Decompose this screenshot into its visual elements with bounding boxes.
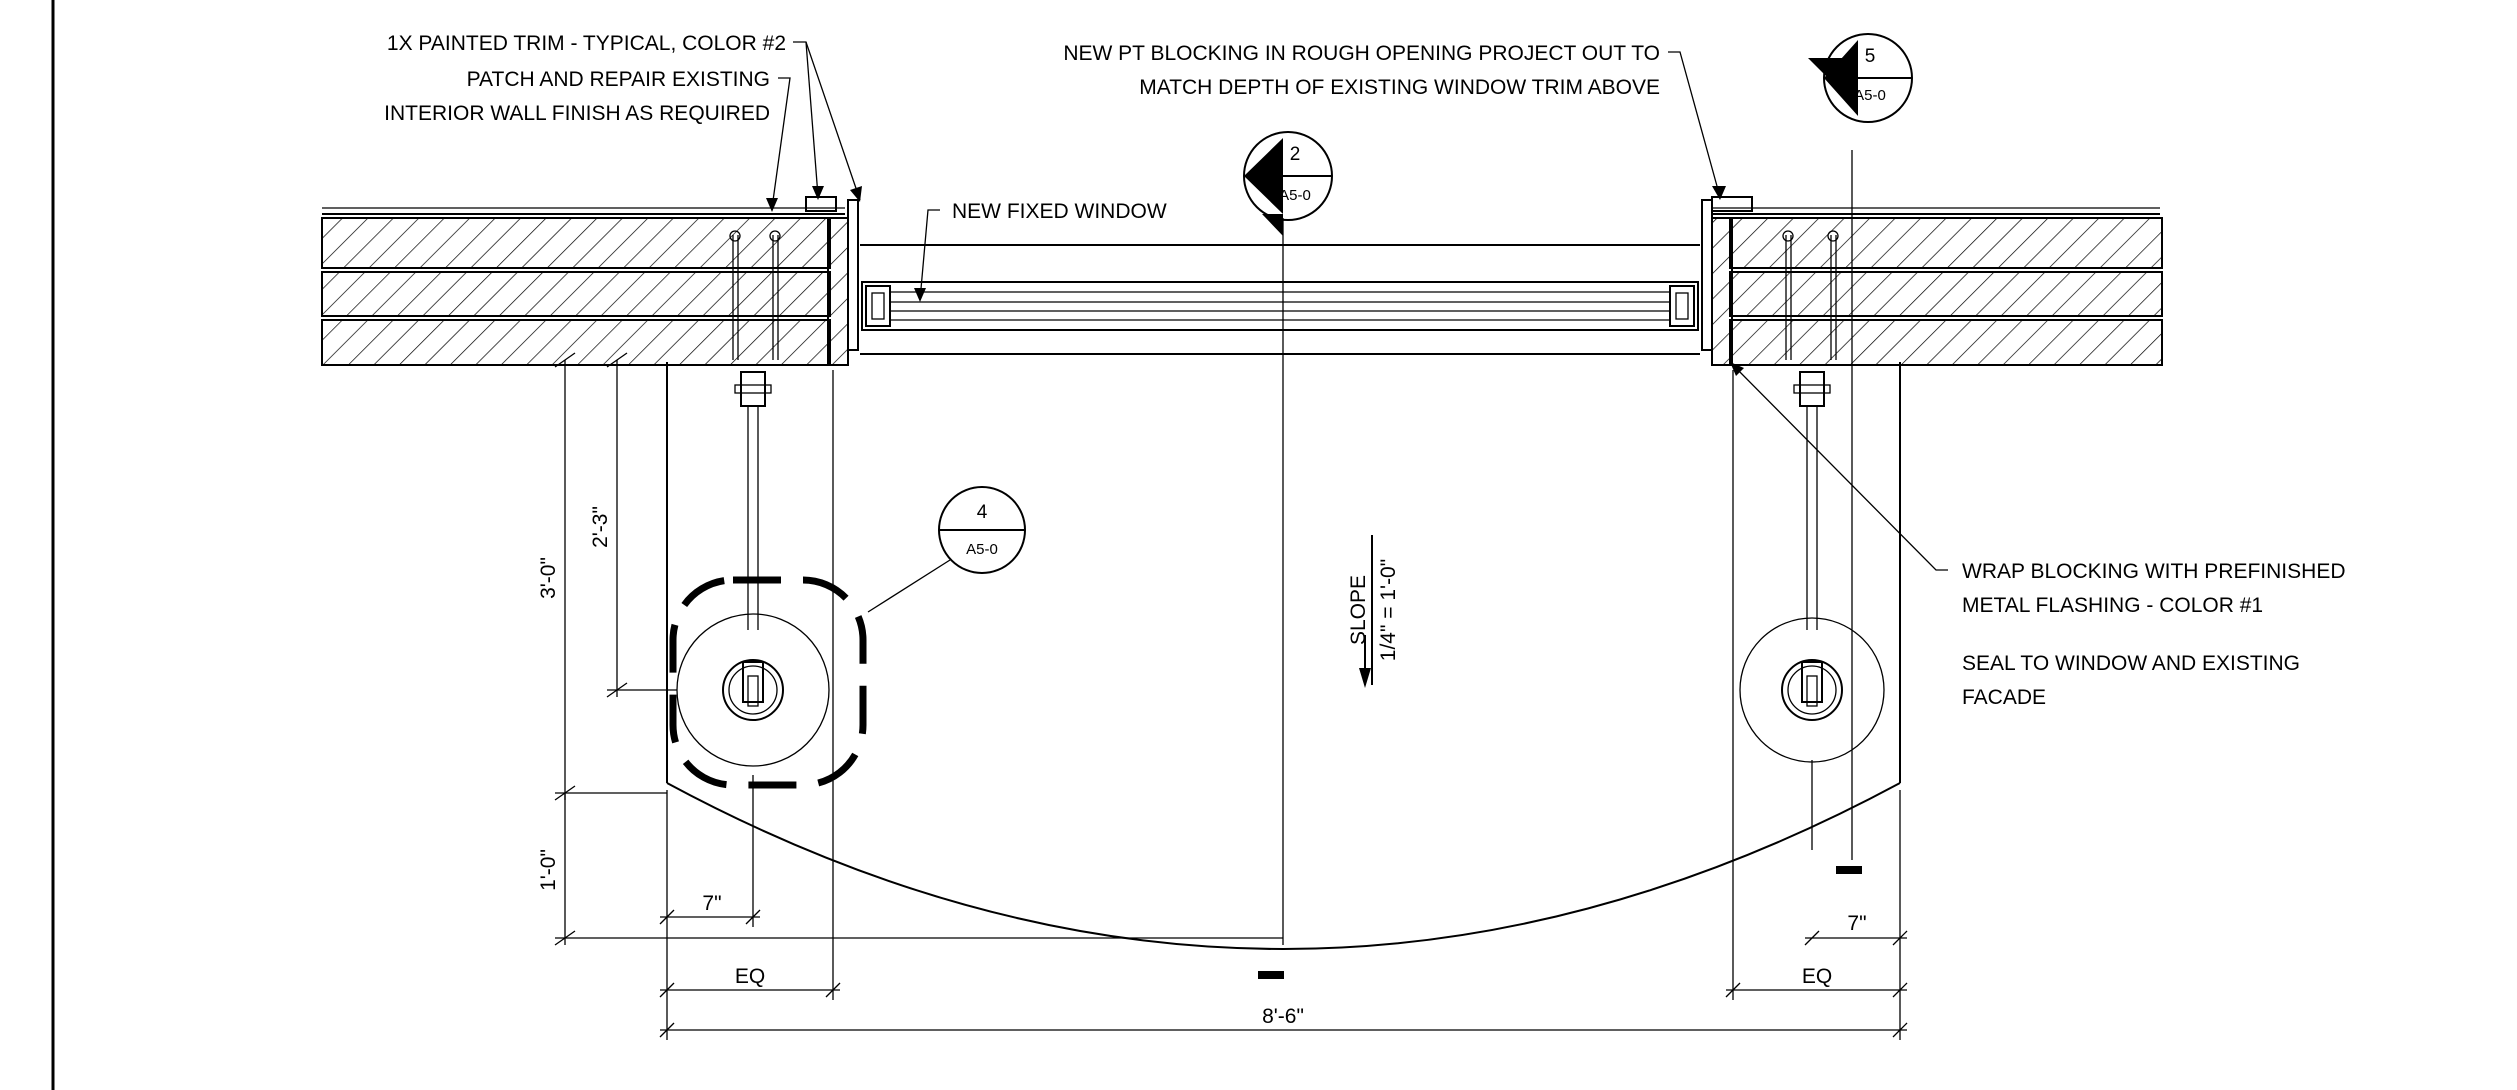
canopy-outline xyxy=(666,362,1901,950)
dim-7-left: 7" xyxy=(702,892,721,915)
existing-wall-left xyxy=(321,217,849,366)
dim-8-6: 8'-6" xyxy=(1262,1005,1304,1028)
dim-3-0: 3'-0" xyxy=(537,557,560,599)
dim-7-right: 7" xyxy=(1847,912,1866,935)
dim-eq-left: EQ xyxy=(735,965,765,988)
section-cut-line xyxy=(1258,150,1862,979)
section-tag-2-sheet: A5-0 xyxy=(1279,187,1311,204)
note-seal-line1: SEAL TO WINDOW AND EXISTING xyxy=(1962,652,2300,675)
note-painted-trim: 1X PAINTED TRIM - TYPICAL, COLOR #2 xyxy=(387,32,786,55)
section-tag-5: 5 A5-0 xyxy=(1808,33,1913,123)
note-blocking-line1: NEW PT BLOCKING IN ROUGH OPENING PROJECT… xyxy=(1063,42,1660,65)
dimension-lines xyxy=(554,352,1908,1040)
existing-wall-right xyxy=(1711,217,2163,366)
slope-label: SLOPE xyxy=(1347,575,1370,645)
wall-finish-lines xyxy=(322,207,2160,215)
section-tag-2: 2 A5-0 xyxy=(1243,131,1333,236)
section-tag-5-sheet: A5-0 xyxy=(1854,87,1886,104)
note-wrap-line2: METAL FLASHING - COLOR #1 xyxy=(1962,594,2263,617)
note-patch-line2: INTERIOR WALL FINISH AS REQUIRED xyxy=(384,102,770,125)
detail-tag-4-number: 4 xyxy=(977,502,988,523)
note-fixed-window: NEW FIXED WINDOW xyxy=(952,200,1167,223)
section-tag-2-number: 2 xyxy=(1290,144,1301,165)
note-wrap-line1: WRAP BLOCKING WITH PREFINISHED xyxy=(1962,560,2346,583)
slope-arrow xyxy=(1359,668,1371,688)
note-patch-line1: PATCH AND REPAIR EXISTING xyxy=(467,68,770,91)
detail-callout-boundary xyxy=(669,576,867,789)
dim-1-0: 1'-0" xyxy=(537,849,560,891)
section-tag-5-number: 5 xyxy=(1865,46,1876,67)
detail-tag-4-sheet: A5-0 xyxy=(966,541,998,558)
dim-2-3: 2'-3" xyxy=(589,506,612,548)
tie-rod-left xyxy=(676,230,830,767)
note-seal-line2: FACADE xyxy=(1962,686,2046,709)
note-blocking-line2: MATCH DEPTH OF EXISTING WINDOW TRIM ABOV… xyxy=(1139,76,1660,99)
dim-eq-right: EQ xyxy=(1802,965,1832,988)
detail-tag-4: 4 A5-0 xyxy=(867,486,1026,613)
fixed-window xyxy=(860,244,1700,355)
slope-annotation: SLOPE 1/4" = 1'-0" xyxy=(1347,535,1400,685)
tie-rod-right xyxy=(1739,230,1885,850)
painted-trim xyxy=(805,196,1753,351)
slope-value: 1/4" = 1'-0" xyxy=(1377,559,1400,661)
note-leaders xyxy=(766,41,1948,571)
